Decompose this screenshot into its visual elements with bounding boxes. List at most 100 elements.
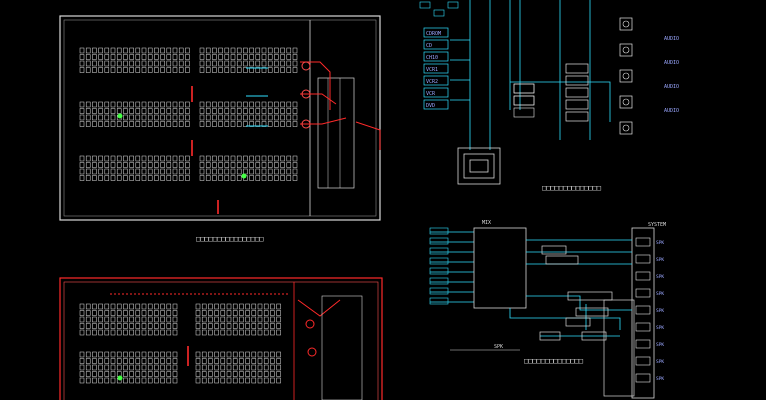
bottom-schematic-amp-box	[631, 227, 655, 399]
seat	[286, 175, 292, 181]
seat	[185, 168, 190, 175]
seat	[251, 358, 257, 364]
seat	[245, 371, 250, 377]
seat	[123, 121, 128, 127]
seat	[220, 303, 226, 310]
seat	[166, 316, 172, 323]
seat	[270, 364, 275, 371]
source-label: DVD	[426, 103, 435, 109]
seat	[154, 121, 159, 127]
seat	[185, 114, 190, 121]
speaker-cone	[622, 72, 630, 80]
seat	[220, 329, 226, 336]
seat	[141, 303, 147, 310]
source-box	[423, 39, 449, 50]
seat	[274, 155, 279, 162]
seat	[110, 371, 116, 377]
seat	[220, 310, 226, 316]
seat	[135, 121, 141, 127]
seat	[172, 155, 178, 162]
seat	[280, 168, 285, 175]
seat	[79, 364, 85, 371]
seat	[195, 371, 201, 377]
seat	[154, 47, 159, 54]
seat	[141, 121, 147, 127]
seat	[172, 121, 178, 127]
seat	[135, 351, 141, 358]
amplifier-box	[565, 63, 589, 74]
seat	[178, 155, 184, 162]
seat	[245, 351, 250, 358]
bottom-plan-seating-grid	[79, 303, 281, 384]
seat	[172, 67, 178, 73]
seat	[199, 175, 205, 181]
seat	[166, 310, 172, 316]
seat	[214, 371, 219, 377]
seat	[274, 47, 279, 54]
seat	[230, 47, 236, 54]
seat	[224, 162, 230, 168]
seat	[85, 316, 91, 323]
seat	[292, 54, 298, 60]
seat	[178, 67, 184, 73]
seat	[104, 310, 110, 316]
output-box	[635, 373, 651, 383]
seat	[154, 60, 159, 67]
seat	[123, 67, 128, 73]
seat	[79, 108, 85, 114]
seat	[255, 101, 261, 108]
seat	[249, 108, 254, 114]
seat	[220, 377, 226, 384]
seat	[92, 108, 97, 114]
seat	[79, 316, 85, 323]
seat	[141, 67, 147, 73]
seat	[116, 316, 122, 323]
output-label: SPK	[656, 376, 664, 382]
seat	[199, 101, 205, 108]
seat	[104, 101, 110, 108]
seat	[135, 60, 141, 67]
seat	[104, 67, 110, 73]
seat	[199, 108, 205, 114]
seat	[135, 101, 141, 108]
seat	[98, 67, 103, 73]
seat	[236, 155, 242, 162]
seat	[110, 67, 116, 73]
seat	[280, 101, 285, 108]
seat	[123, 168, 128, 175]
seat	[104, 358, 110, 364]
seat	[274, 101, 279, 108]
seat	[205, 121, 211, 127]
seat	[147, 323, 153, 329]
seat	[79, 358, 85, 364]
seat	[79, 60, 85, 67]
seat	[232, 329, 238, 336]
speaker-box	[619, 95, 633, 109]
processor-box	[513, 83, 535, 94]
seat	[135, 323, 141, 329]
seat	[135, 162, 141, 168]
seat	[236, 175, 242, 181]
seat	[224, 60, 230, 67]
seat	[205, 155, 211, 162]
seat	[286, 114, 292, 121]
seat	[267, 162, 273, 168]
seat	[129, 303, 134, 310]
seat	[255, 47, 261, 54]
seat	[98, 310, 103, 316]
seat	[129, 358, 134, 364]
seat	[274, 175, 279, 181]
seat	[172, 101, 178, 108]
seat	[110, 114, 116, 121]
seat	[212, 155, 217, 162]
output-label: SPK	[656, 240, 664, 246]
seat	[218, 108, 223, 114]
seat	[255, 168, 261, 175]
seat	[135, 303, 141, 310]
seat	[218, 67, 223, 73]
seat	[274, 114, 279, 121]
seat	[129, 329, 134, 336]
seat	[160, 155, 165, 162]
seat	[251, 329, 257, 336]
seat	[110, 323, 116, 329]
